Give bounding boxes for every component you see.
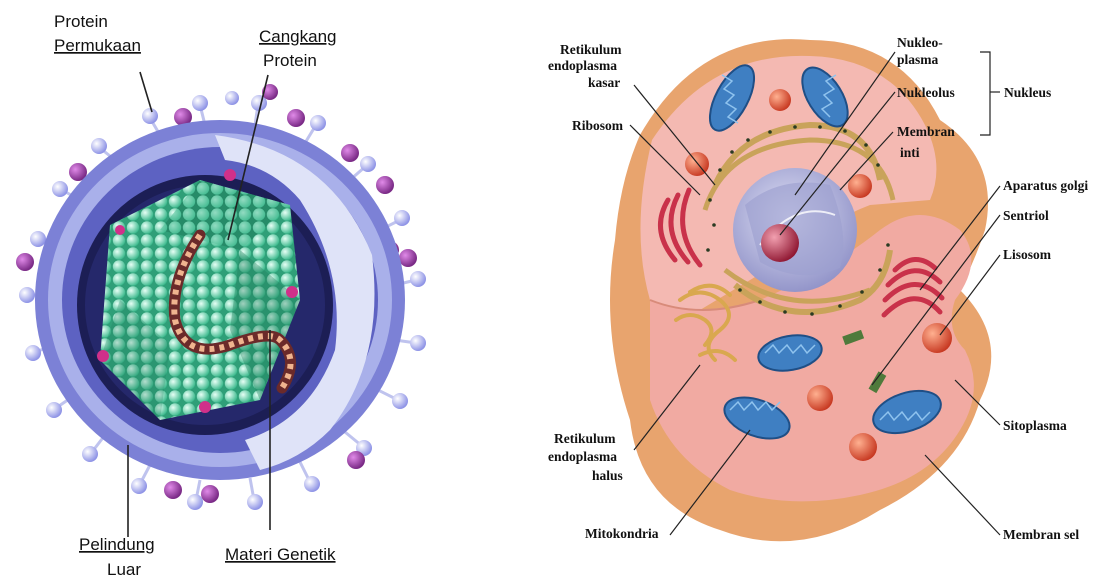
- label-ribosom: Ribosom: [572, 118, 624, 133]
- label-pelindung-luar-line1: Pelindung: [79, 535, 155, 554]
- label-re-kasar-line2: endoplasma: [548, 58, 617, 73]
- label-nukleus: Nukleus: [1004, 85, 1051, 100]
- label-protein-permukaan-line1: Protein: [54, 12, 108, 31]
- label-sitoplasma: Sitoplasma: [1003, 418, 1067, 433]
- label-aparatus-golgi: Aparatus golgi: [1003, 178, 1088, 193]
- nucleolus: [761, 224, 799, 262]
- label-nukleolus: Nukleolus: [897, 85, 955, 100]
- label-re-halus-line2: endoplasma: [548, 449, 617, 464]
- label-protein-permukaan-line2: Permukaan: [54, 36, 141, 55]
- label-materi-genetik: Materi Genetik: [225, 545, 336, 564]
- label-sentriol: Sentriol: [1003, 208, 1049, 223]
- label-nukleoplasma-line2: plasma: [897, 52, 939, 67]
- label-membran-sel: Membran sel: [1003, 527, 1079, 542]
- label-cangkang-protein-line1: Cangkang: [259, 27, 337, 46]
- label-lisosom: Lisosom: [1003, 247, 1052, 262]
- label-cangkang-protein-line2: Protein: [263, 51, 317, 70]
- label-pelindung-luar-line2: Luar: [107, 560, 141, 579]
- label-membran-inti-line2: inti: [900, 145, 920, 160]
- label-re-kasar-line1: Retikulum: [560, 42, 622, 57]
- label-re-kasar-line3: kasar: [588, 75, 620, 90]
- label-re-halus-line1: Retikulum: [554, 431, 616, 446]
- label-re-halus-line3: halus: [592, 468, 623, 483]
- label-nukleoplasma-line1: Nukleo-: [897, 35, 943, 50]
- label-mitokondria: Mitokondria: [585, 526, 659, 541]
- label-membran-inti-line1: Membran: [897, 124, 955, 139]
- animal-cell-illustration: Retikulum endoplasma kasar Ribosom Nukle…: [548, 35, 1088, 542]
- virus-illustration: Protein Permukaan Cangkang Protein Pelin…: [16, 12, 426, 579]
